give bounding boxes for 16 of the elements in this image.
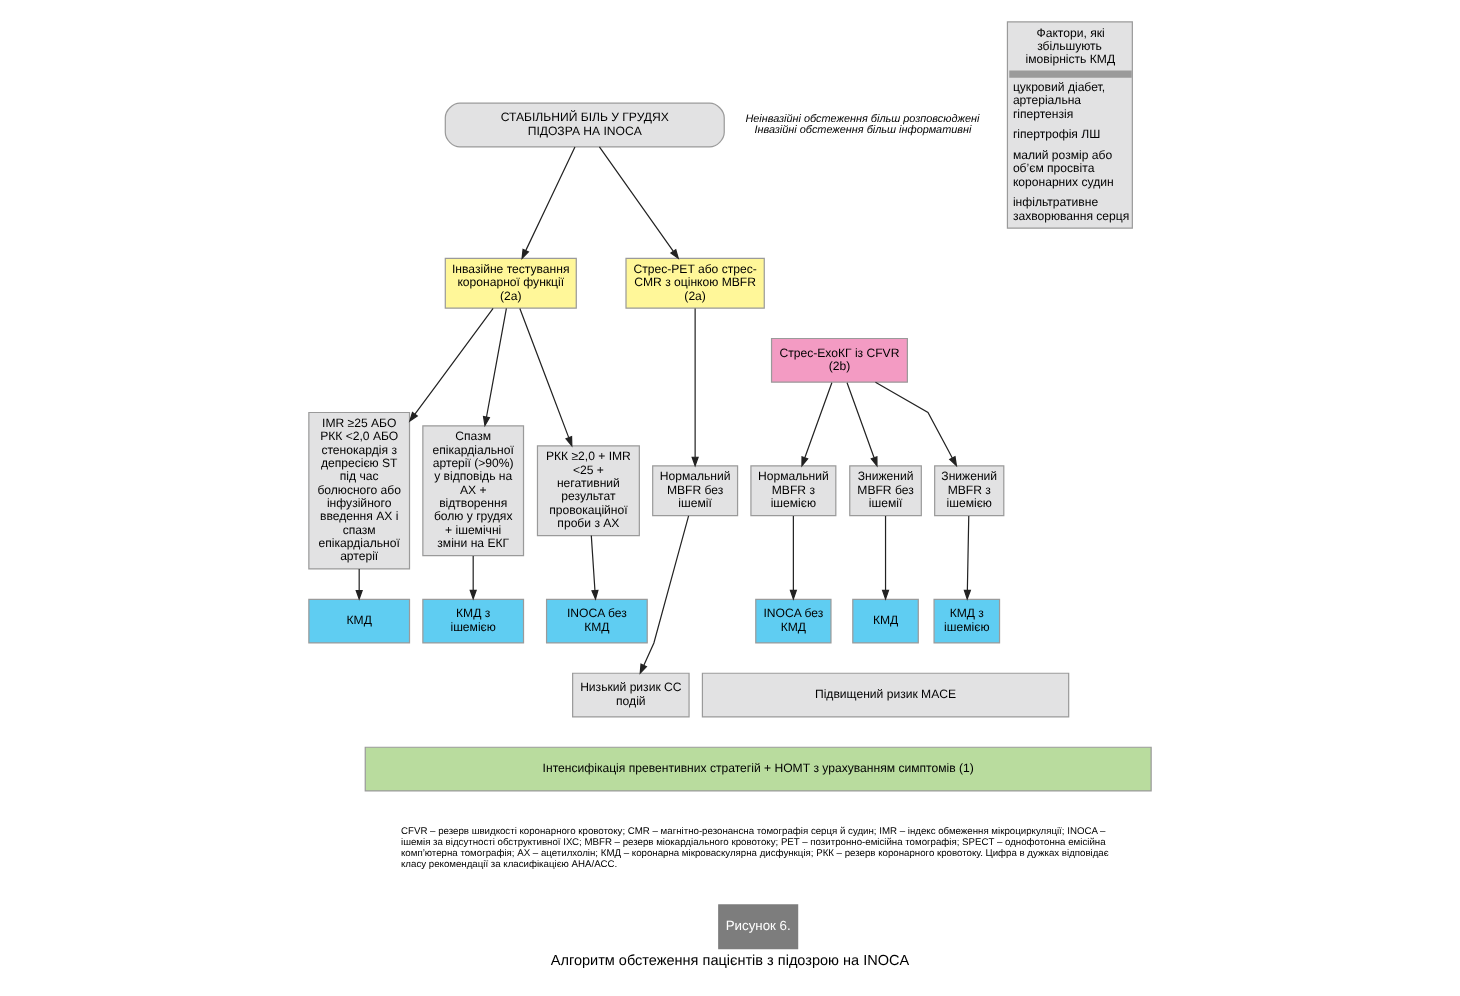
- arrow: [482, 307, 507, 428]
- arrow: [598, 146, 680, 260]
- arrow: [355, 568, 363, 601]
- arrow: [639, 515, 690, 675]
- arrow: [691, 307, 699, 468]
- arrow: [881, 515, 890, 601]
- arrow: [789, 515, 798, 601]
- arrow: [469, 555, 477, 601]
- arrow: [963, 515, 972, 601]
- arrow: [519, 307, 573, 448]
- arrow: [874, 381, 958, 468]
- arrow: [801, 382, 833, 468]
- arrow: [521, 146, 576, 260]
- arrow: [408, 307, 494, 423]
- arrow: [590, 535, 599, 601]
- arrow: [846, 382, 878, 468]
